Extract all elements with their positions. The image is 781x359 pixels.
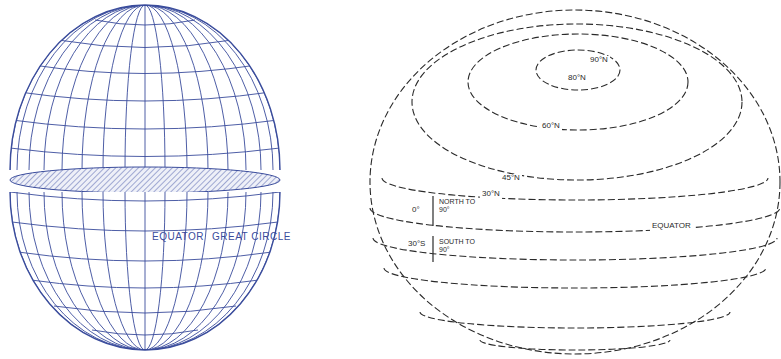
latitude-label: 30°S <box>406 240 427 249</box>
great-circle-label: GREAT CIRCLE <box>210 231 293 242</box>
latitude-label: 45°N <box>500 174 522 183</box>
latitude-label: 60°N <box>540 122 562 131</box>
equator-label: EQUATOR <box>650 222 693 231</box>
bracket-note: NORTH TO 90° <box>437 198 479 213</box>
latitude-label: 0° <box>410 206 422 215</box>
latitude-label: 90°N <box>588 56 610 65</box>
latitude-label: 80°N <box>566 74 588 83</box>
equator-label: EQUATOR <box>150 231 206 242</box>
latitude-label: 30°N <box>480 190 502 199</box>
bracket-note: SOUTH TO 90° <box>437 238 479 253</box>
